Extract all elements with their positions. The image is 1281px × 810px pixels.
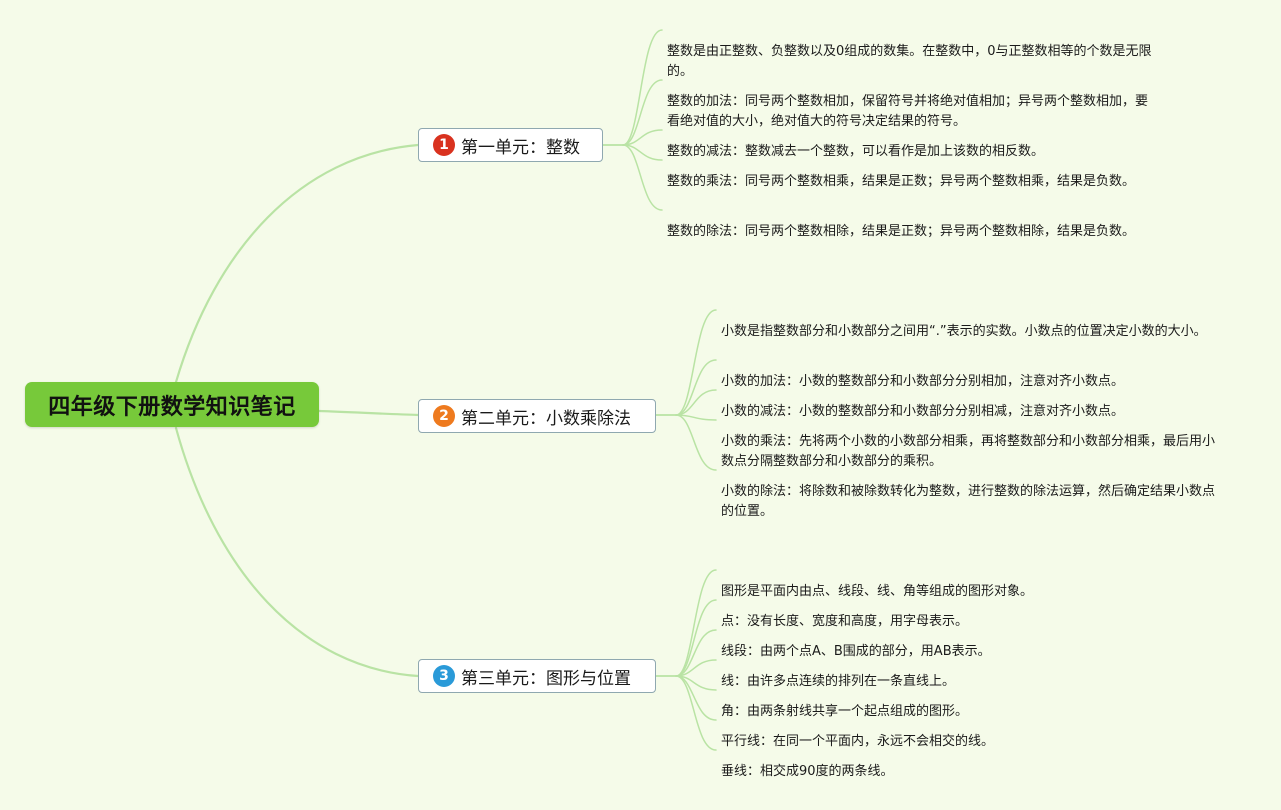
note-item[interactable]: 角：由两条射线共享一个起点组成的图形。 [721,704,969,719]
root-edge-1 [174,143,420,384]
branch-unit-3[interactable]: 3 第三单元：图形与位置 [418,659,656,693]
leaf-edge [675,389,717,416]
leaf-edge [675,414,717,471]
note-item[interactable]: 图形是平面内由点、线段、线、角等组成的图形对象。 [721,584,1034,599]
root-edge-3 [174,426,420,678]
leaf-edge [622,144,663,211]
leaf-edge [675,675,717,751]
branch-title: 第一单元：整数 [461,137,580,158]
leaf-edge [675,569,717,677]
note-item[interactable]: 整数的减法：整数减去一个整数，可以看作是加上该数的相反数。 [667,144,1045,159]
leaf-edge [675,675,717,721]
note-item[interactable]: 平行线：在同一个平面内，永远不会相交的线。 [721,734,995,749]
note-item[interactable]: 小数的减法：小数的整数部分和小数部分分别相减，注意对齐小数点。 [721,404,1125,419]
branch-title: 第三单元：图形与位置 [461,668,631,689]
note-item[interactable]: 小数的乘法：先将两个小数的小数部分相乘，再将整数部分和小数部分相乘，最后用小数点… [721,434,1216,469]
leaf-edge [675,629,717,677]
leaf-edge [675,414,717,421]
branch-unit-2[interactable]: 2 第二单元：小数乘除法 [418,399,656,433]
leaf-edge [622,79,663,146]
leaf-edge [675,599,717,677]
note-item[interactable]: 小数是指整数部分和小数部分之间用“.”表示的实数。小数点的位置决定小数的大小。 [721,324,1207,339]
note-item[interactable]: 小数的加法：小数的整数部分和小数部分分别相加，注意对齐小数点。 [721,374,1125,389]
note-item[interactable]: 线段：由两个点A、B围成的部分，用AB表示。 [721,644,991,659]
number-badge-3: 3 [433,665,455,687]
branch-title: 第二单元：小数乘除法 [461,408,631,429]
note-item[interactable]: 小数的除法：将除数和被除数转化为整数，进行整数的除法运算，然后确定结果小数点的位… [721,484,1216,519]
leaf-edge [622,29,663,146]
number-badge-1: 1 [433,134,455,156]
note-item[interactable]: 整数是由正整数、负整数以及0组成的数集。在整数中，0与正整数相等的个数是无限的。 [667,44,1152,79]
note-item[interactable]: 点：没有长度、宽度和高度，用字母表示。 [721,614,969,629]
note-item[interactable]: 整数的乘法：同号两个整数相乘，结果是正数；异号两个整数相乘，结果是负数。 [667,174,1136,189]
root-title: 四年级下册数学知识笔记 [48,394,296,420]
note-item[interactable]: 垂线：相交成90度的两条线。 [721,764,894,779]
note-item[interactable]: 整数的加法：同号两个整数相加，保留符号并将绝对值相加；异号两个整数相加，要看绝对… [667,94,1149,129]
note-item[interactable]: 整数的除法：同号两个整数相除，结果是正数；异号两个整数相除，结果是负数。 [667,224,1136,239]
leaf-edge [675,359,717,416]
number-badge-2: 2 [433,405,455,427]
note-item[interactable]: 线：由许多点连续的排列在一条直线上。 [721,674,956,689]
root-topic[interactable]: 四年级下册数学知识笔记 [25,382,319,427]
root-edge-2 [317,409,420,417]
leaf-edge [675,309,717,416]
branch-unit-1[interactable]: 1 第一单元：整数 [418,128,603,162]
